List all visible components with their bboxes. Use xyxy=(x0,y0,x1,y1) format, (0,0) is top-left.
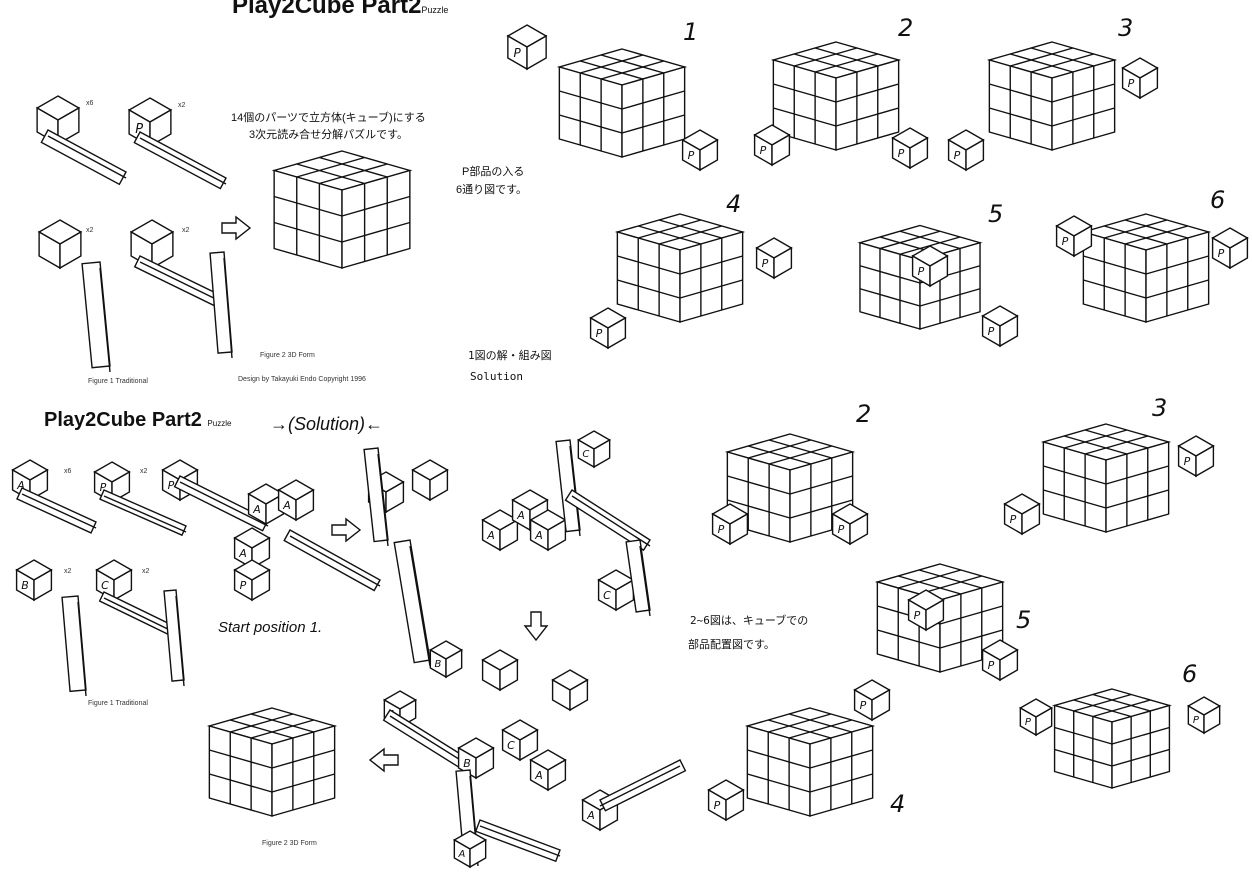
design-credit: Design by Takayuki Endo Copyright 1996 xyxy=(238,376,366,383)
step2-cube-5-label: A xyxy=(534,529,543,542)
solution-jp: 1図の解・組み図 xyxy=(468,347,552,363)
p-piece-1-label: P xyxy=(513,46,521,60)
piece-count-2: x2 xyxy=(178,102,185,109)
top-arrow-to-cube xyxy=(222,217,250,239)
step2-cube-4-label: A xyxy=(516,509,525,522)
cube-number-2: 2 xyxy=(898,14,913,42)
p-piece-4b-label: P xyxy=(596,327,603,340)
cube-number-1: 1 xyxy=(683,18,698,46)
step3-arm-3-edge xyxy=(480,826,560,856)
solution-en: Solution xyxy=(470,370,523,383)
bottom-part-c-label: C xyxy=(101,579,109,592)
p-piece-6b-label: P xyxy=(1218,247,1225,260)
step-arrow-2 xyxy=(525,612,547,640)
placement-p-2a-label: P xyxy=(718,523,725,536)
cube-number-6: 6 xyxy=(1210,186,1225,214)
bottom-part-c-post xyxy=(164,590,184,681)
placement-p-3b-label: P xyxy=(1184,455,1191,468)
placement-p-5b-label: P xyxy=(988,659,995,672)
part-type-1-arm xyxy=(41,130,126,184)
top-title: Play2Cube Part2Puzzle xyxy=(232,0,448,20)
step2-cube-7-label: C xyxy=(582,449,589,460)
step2-cube-6-label: B xyxy=(434,659,441,670)
p-piece-1b-label: P xyxy=(688,149,695,162)
piece-count-3: x2 xyxy=(86,227,93,234)
step3-cube-7-label: A xyxy=(586,809,595,822)
placement-p-6b-label: P xyxy=(1193,715,1200,726)
top-figure1-caption: Figure 1 Traditional xyxy=(88,378,148,385)
bottom-cube-number-3: 3 xyxy=(1152,394,1167,422)
placement-p-2b-label: P xyxy=(838,523,845,536)
top-figure2-caption: Figure 2 3D Form xyxy=(260,352,315,359)
step2-cube-3-label: A xyxy=(486,529,495,542)
step1-cube-4-label: A xyxy=(238,547,247,560)
bottom-piece-count-1: x6 xyxy=(64,468,71,475)
piece-count-4: x2 xyxy=(182,227,189,234)
cube-number-3: 3 xyxy=(1118,14,1133,42)
solution-heading: →(Solution)← xyxy=(270,414,383,435)
step1-cube-2-label: A xyxy=(252,503,261,516)
placement-p-4a-label: P xyxy=(714,799,721,812)
step1-cube-5-label: P xyxy=(240,579,247,592)
step3-cube-6-label: B xyxy=(463,757,471,770)
bottom-cube-number-4: 4 xyxy=(890,790,905,818)
part-type-2-arm-edge xyxy=(140,138,226,184)
step1-cube-3-label: A xyxy=(282,499,291,512)
step2-cube-8-label: C xyxy=(603,589,611,602)
placement-p-6a-label: P xyxy=(1025,717,1032,728)
bottom-cube-number-5: 5 xyxy=(1016,606,1031,634)
part-type-1-arm-edge xyxy=(48,136,126,178)
bottom-figure1-caption: Figure 1 Traditional xyxy=(88,700,148,707)
p-piece-4-label: P xyxy=(762,257,769,270)
step3-cube-4-label: C xyxy=(507,739,515,752)
top-description-line1: 14個のパーツで立方体(キューブ)にする xyxy=(231,109,426,125)
p-piece-3b-label: P xyxy=(954,149,961,162)
step-arrow-1 xyxy=(332,519,360,541)
p-note-line2: 6通り図です。 xyxy=(456,181,527,197)
bottom-part-b-arm xyxy=(62,596,86,691)
placement-line2: 部品配置図です。 xyxy=(688,636,775,652)
start-position: Start position 1. xyxy=(218,619,322,636)
bottom-part-a-arm-edge xyxy=(22,494,96,528)
bottom-title: Play2Cube Part2 Puzzle xyxy=(44,409,231,432)
placement-p-3a-label: P xyxy=(1010,513,1017,526)
step1-arm-2-edge xyxy=(290,536,380,586)
step3-cube-5-label: A xyxy=(534,769,543,782)
part-type-2-arm xyxy=(134,132,226,189)
p-piece-3-label: P xyxy=(1128,77,1135,90)
placement-line1: 2~6図は、キューブでの xyxy=(690,612,808,628)
part-type-3-arm xyxy=(82,262,110,368)
bottom-part-b-label: B xyxy=(21,579,29,592)
bottom-cube-number-2: 2 xyxy=(856,400,871,428)
p-piece-5b-label: P xyxy=(988,325,995,338)
p-piece-2-label: P xyxy=(760,144,767,157)
step3-cube-8-label: A xyxy=(457,849,465,860)
step2-arm-edge xyxy=(572,496,650,546)
step1-cube-1-label: P xyxy=(168,479,175,492)
cube-number-4: 4 xyxy=(726,190,741,218)
cube-number-5: 5 xyxy=(988,200,1003,228)
placement-p-5a-label: P xyxy=(914,609,921,622)
bottom-figure2-caption: Figure 2 3D Form xyxy=(262,840,317,847)
bottom-piece-count-2: x2 xyxy=(140,468,147,475)
part-type-4-post xyxy=(210,252,232,353)
bottom-piece-count-3: x2 xyxy=(64,568,71,575)
top-description-line2: 3次元読み合せ分解パズルです。 xyxy=(249,126,408,142)
piece-count-1: x6 xyxy=(86,100,93,107)
p-note-line1: P部品の入る xyxy=(462,163,524,179)
step-arrow-3 xyxy=(370,749,398,771)
p-piece-2b-label: P xyxy=(898,147,905,160)
placement-p-4b-label: P xyxy=(860,699,867,712)
bottom-part-p-arm-edge xyxy=(104,496,186,532)
step3-arm-2-edge xyxy=(600,766,680,806)
step1-arm-2 xyxy=(284,530,380,590)
bottom-cube-number-6: 6 xyxy=(1182,660,1197,688)
p-piece-6-label: P xyxy=(1062,235,1069,248)
p-piece-5-label: P xyxy=(918,265,925,278)
bottom-piece-count-4: x2 xyxy=(142,568,149,575)
